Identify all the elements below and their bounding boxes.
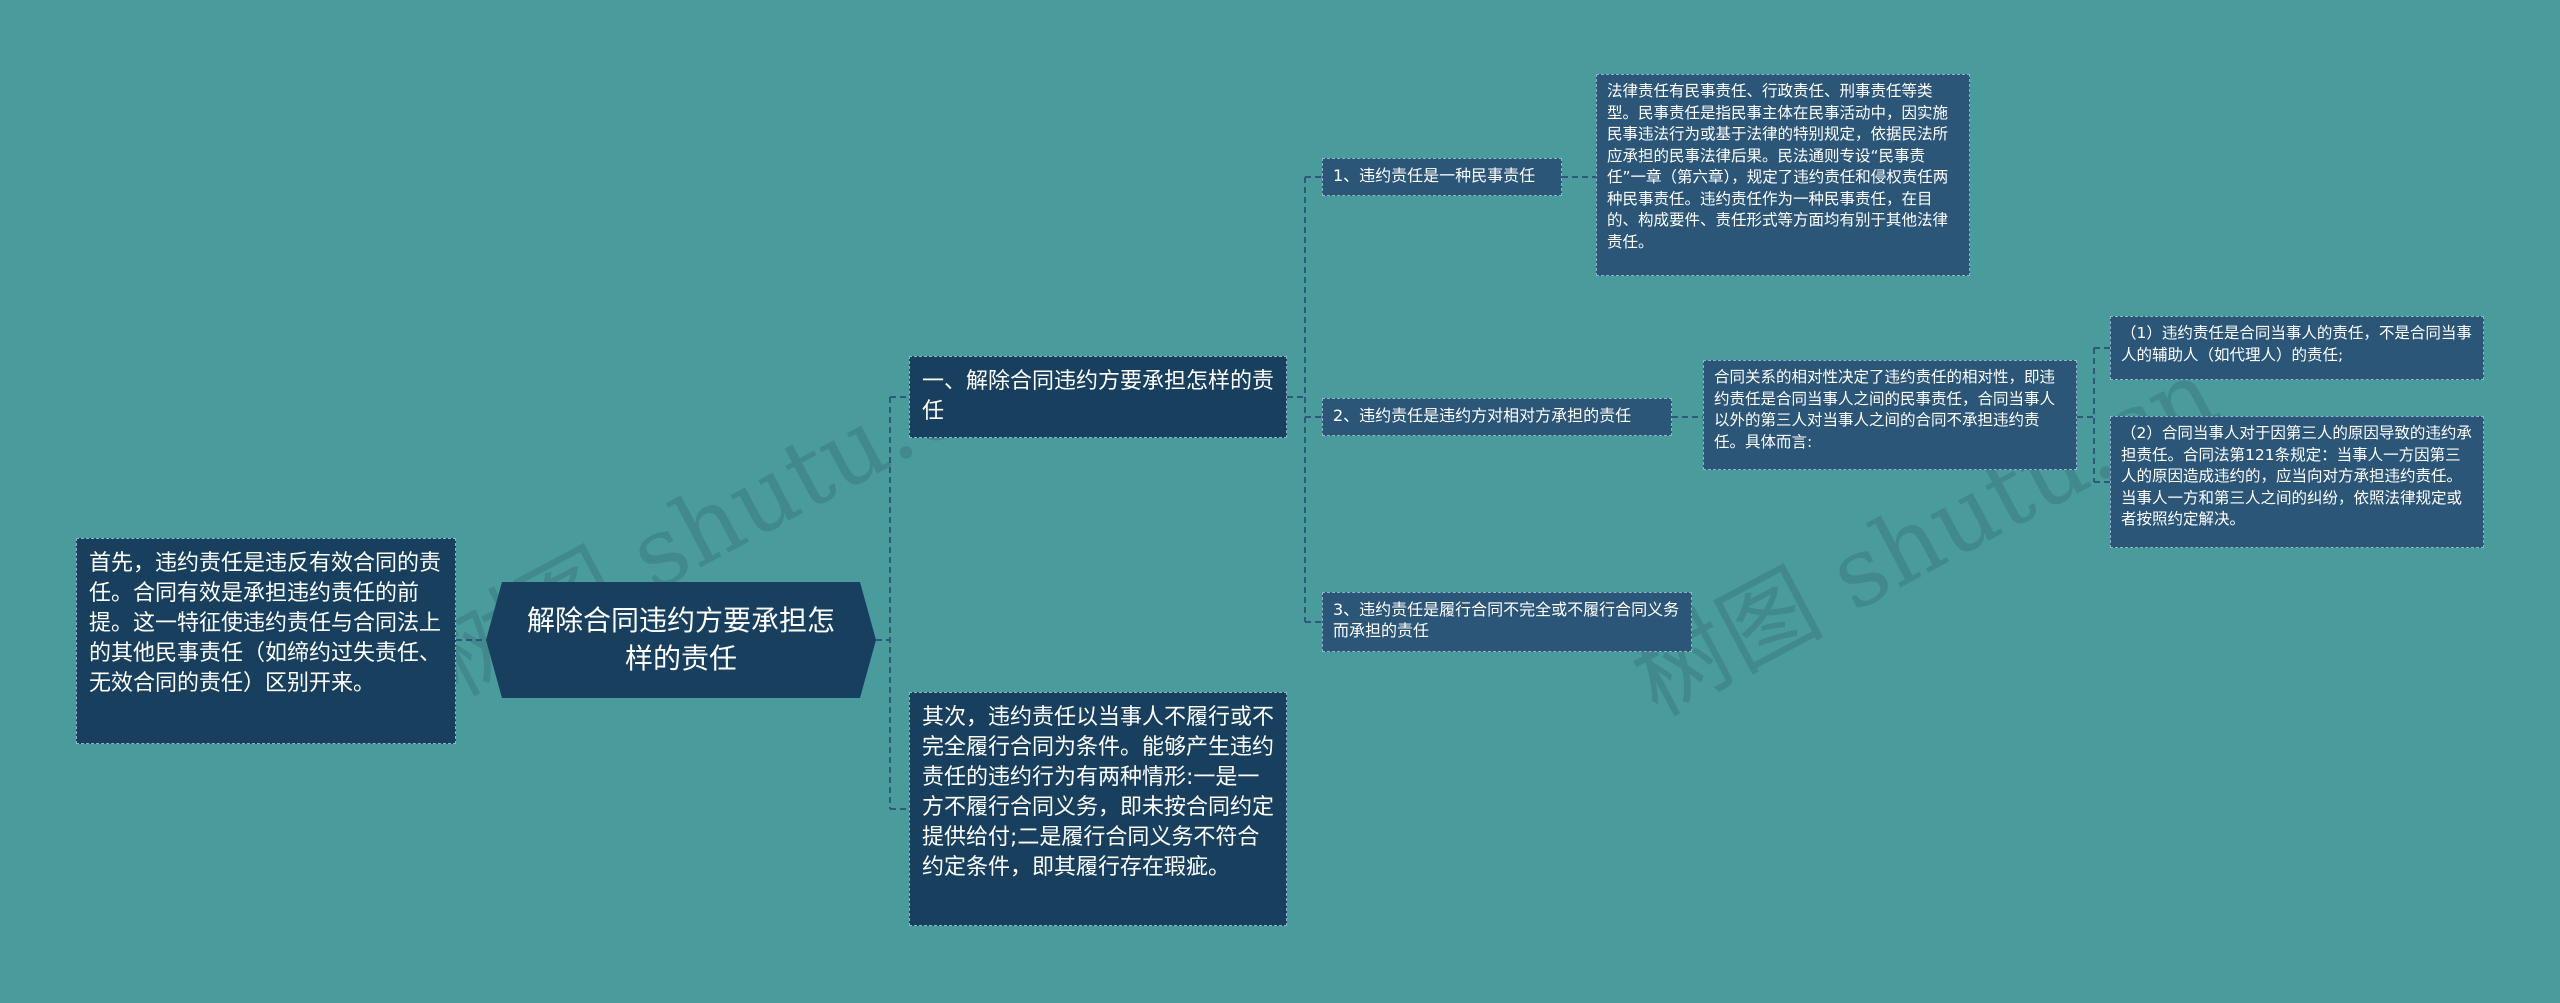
item-2-node[interactable]: 2、违约责任是违约方对相对方承担的责任 xyxy=(1322,398,1672,436)
item-1-node[interactable]: 1、违约责任是一种民事责任 xyxy=(1322,158,1562,196)
branch-2-node[interactable]: 其次，违约责任以当事人不履行或不完全履行合同为条件。能够产生违约责任的违约行为有… xyxy=(909,692,1287,926)
item-2-sub-2[interactable]: （2）合同当事人对于因第三人的原因导致的违约承担责任。合同法第121条规定：当事… xyxy=(2110,416,2484,548)
root-node[interactable]: 解除合同违约方要承担怎样的责任 xyxy=(486,582,876,698)
item-3-node[interactable]: 3、违约责任是履行合同不完全或不履行合同义务而承担的责任 xyxy=(1322,592,1692,652)
item-2-sub-1[interactable]: （1）违约责任是合同当事人的责任，不是合同当事人的辅助人（如代理人）的责任; xyxy=(2110,316,2484,380)
branch-1-node[interactable]: 一、解除合同违约方要承担怎样的责任 xyxy=(909,356,1287,438)
left-note[interactable]: 首先，违约责任是违反有效合同的责任。合同有效是承担违约责任的前提。这一特征使违约… xyxy=(76,538,456,744)
item-2-detail[interactable]: 合同关系的相对性决定了违约责任的相对性，即违约责任是合同当事人之间的民事责任，合… xyxy=(1703,360,2077,470)
item-1-detail[interactable]: 法律责任有民事责任、行政责任、刑事责任等类型。民事责任是指民事主体在民事活动中，… xyxy=(1596,74,1970,276)
